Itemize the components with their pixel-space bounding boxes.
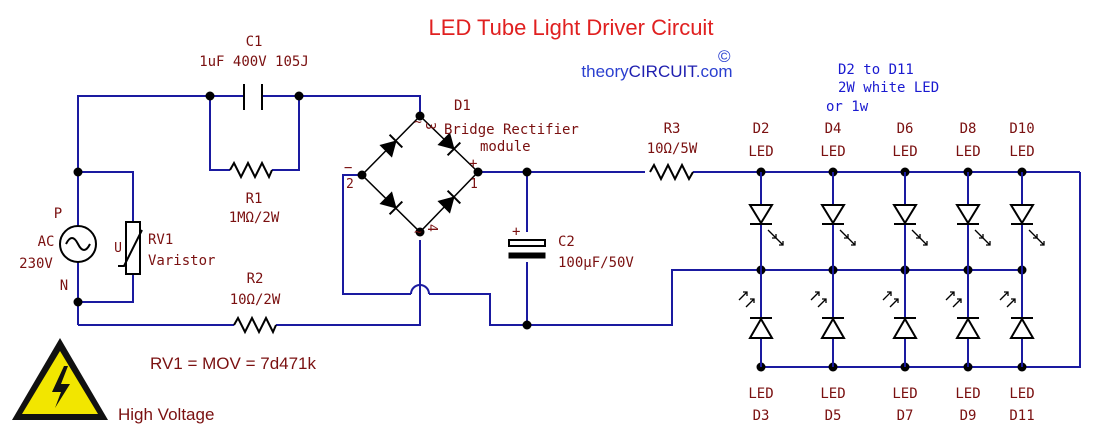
led-light-arrows [810, 291, 827, 308]
source-p-label: P [54, 206, 62, 222]
bridge-pin-1: 1 [470, 177, 478, 192]
led-d6-type: LED [892, 144, 917, 160]
led-light-arrows [911, 229, 928, 246]
diagram-title: LED Tube Light Driver Circuit [429, 15, 714, 40]
r1-value: 1MΩ/2W [229, 210, 280, 226]
led-light-arrows [974, 229, 991, 246]
led-note-line1: D2 to D11 [838, 62, 914, 78]
bridge-pin-tilde-top: ~ [414, 115, 422, 130]
varistor-rv1: U RV1 Varistor [114, 221, 215, 275]
c2-plus: + [512, 224, 520, 240]
led-d4-type: LED [820, 144, 845, 160]
led-d11-ref: D11 [1009, 408, 1034, 424]
bridge-pin-2: 2 [346, 177, 354, 192]
led-light-arrows [839, 229, 856, 246]
wires [77, 95, 1081, 368]
led-note-line3: or 1w [826, 99, 869, 115]
varistor-u-label: U [114, 241, 122, 256]
d1-ref: D1 [454, 98, 471, 114]
bridge-plus: + [469, 156, 477, 172]
led-d5-type: LED [820, 386, 845, 402]
led-d7-ref: D7 [897, 408, 914, 424]
c2-ref: C2 [558, 234, 575, 250]
led-d2-ref: D2 [753, 121, 770, 137]
rv1-type: Varistor [148, 253, 215, 269]
led-d2-type: LED [748, 144, 773, 160]
led-d3-type: LED [748, 386, 773, 402]
r1-ref: R1 [246, 191, 263, 207]
r2-value: 10Ω/2W [230, 292, 281, 308]
led-d9-ref: D9 [960, 408, 977, 424]
r2-ref: R2 [247, 271, 264, 287]
source-type-label: AC [38, 234, 55, 250]
led-d10-ref: D10 [1009, 121, 1034, 137]
led-note: D2 to D11 2W white LED or 1w [826, 62, 939, 115]
led-light-arrows [882, 291, 899, 308]
led-d3-ref: D3 [753, 408, 770, 424]
led-d5: LED D5 [810, 270, 846, 424]
led-d8-ref: D8 [960, 121, 977, 137]
led-light-arrows [767, 229, 784, 246]
led-d6-ref: D6 [897, 121, 914, 137]
led-light-arrows [945, 291, 962, 308]
rv1-ref: RV1 [148, 232, 173, 248]
led-light-arrows [1028, 229, 1045, 246]
led-d9: LED D9 [945, 270, 981, 424]
brand-text: theoryCIRCUIT.com [581, 62, 732, 81]
bridge-minus: − [344, 160, 352, 176]
led-d4-ref: D4 [825, 121, 842, 137]
led-d11: LED D11 [999, 270, 1035, 424]
led-d10-type: LED [1009, 144, 1034, 160]
capacitor-c1: C1 1uF 400V 105J [199, 34, 309, 110]
c1-ref: C1 [246, 34, 263, 50]
led-light-arrows [999, 291, 1016, 308]
resistor-r2: R2 10Ω/2W [230, 271, 281, 335]
copyright-mark: © [718, 47, 731, 66]
bridge-pin-tilde-bottom: ~ [414, 225, 422, 240]
led-d7: LED D7 [882, 270, 918, 424]
d1-line2: module [480, 139, 531, 155]
bridge-rectifier-d1: ~ 3 ~ 4 − 2 + 1 D1 Bridge Rectifier modu… [344, 98, 579, 240]
source-voltage-label: 230V [19, 256, 53, 272]
r3-ref: R3 [664, 121, 681, 137]
led-light-arrows [738, 291, 755, 308]
high-voltage-label: High Voltage [118, 405, 214, 424]
capacitor-c2: + C2 100µF/50V [508, 224, 634, 271]
c1-value: 1uF 400V 105J [199, 54, 309, 70]
resistor-r1: R1 1MΩ/2W [229, 160, 280, 226]
led-d3: LED D3 [738, 270, 774, 424]
led-d7-type: LED [892, 386, 917, 402]
led-d9-type: LED [955, 386, 980, 402]
led-d11-type: LED [1009, 386, 1034, 402]
bridge-pin-4: 4 [424, 224, 439, 232]
d1-line1: Bridge Rectifier [444, 122, 579, 138]
led-d5-ref: D5 [825, 408, 842, 424]
r3-value: 10Ω/5W [647, 141, 698, 157]
source-n-label: N [60, 278, 68, 294]
led-d8-type: LED [955, 144, 980, 160]
resistor-r3: R3 10Ω/5W [647, 121, 698, 182]
led-note-line2: 2W white LED [838, 80, 939, 96]
mov-note: RV1 = MOV = 7d471k [150, 354, 317, 373]
c2-value: 100µF/50V [558, 255, 634, 271]
ac-source: P AC 230V N [19, 206, 97, 294]
bridge-pin-3: 3 [422, 122, 437, 130]
high-voltage-warning-icon [12, 338, 108, 420]
led-array: D2LEDD4LEDD6LEDD8LEDD10LEDLEDD3LEDD5LEDD… [738, 121, 1045, 424]
